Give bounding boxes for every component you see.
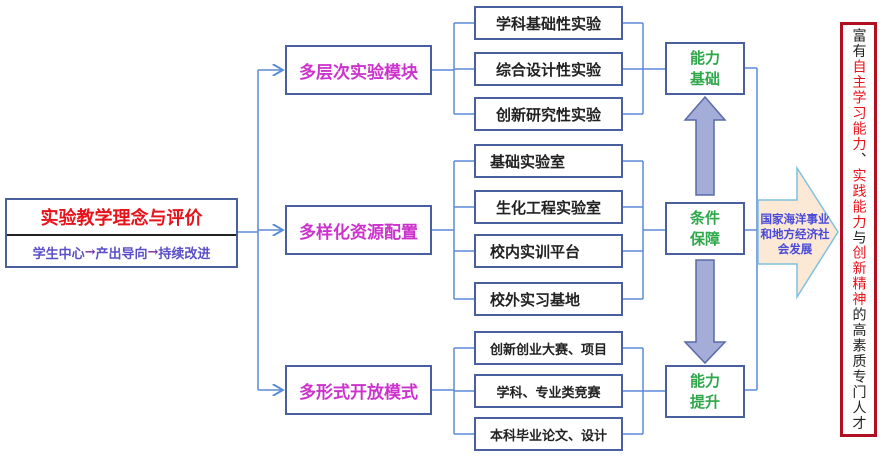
capability-box: 条件保障 — [665, 202, 745, 255]
outcome-text: 的高素质专门人才 — [850, 307, 867, 431]
step-3: 持续改进 — [158, 246, 211, 262]
item-box: 校外实习基地 — [474, 282, 623, 316]
outcome-highlight: 创新精神 — [850, 245, 867, 307]
item-box: 创新创业大赛、项目 — [474, 331, 623, 365]
capability-line: 能力 — [689, 48, 720, 67]
capability-line: 能力 — [689, 371, 720, 390]
arrow-icon: → — [147, 244, 159, 260]
teaching-philosophy-steps: 学生中心 → 产出导向 → 持续改进 — [7, 236, 236, 268]
module-box: 多层次实验模块 — [285, 45, 432, 95]
outcome-box: 富有 自主学习能力 、 实践能力 与 创新精神 的高素质专门人才 — [840, 22, 877, 437]
teaching-philosophy-title: 实验教学理念与评价 — [7, 200, 236, 236]
outcome-text: 、 — [850, 152, 867, 168]
double-arrow-up — [683, 95, 727, 196]
big-arrow — [757, 165, 839, 300]
item-box: 综合设计性实验 — [474, 52, 623, 86]
item-box: 创新研究性实验 — [474, 97, 623, 131]
double-arrow-down — [683, 259, 727, 365]
item-box: 学科基础性实验 — [474, 6, 623, 40]
capability-line: 条件 — [689, 208, 720, 227]
capability-box: 能力提升 — [665, 365, 745, 418]
teaching-philosophy-box: 实验教学理念与评价 学生中心 → 产出导向 → 持续改进 — [5, 198, 238, 268]
outcome-text: 富有 — [850, 28, 867, 59]
module-box: 多样化资源配置 — [285, 205, 432, 255]
item-box: 学科、专业类竞赛 — [474, 374, 623, 408]
outcome-highlight: 自主学习能力 — [850, 59, 867, 152]
capability-line: 提升 — [689, 392, 720, 411]
arrow-icon: → — [84, 244, 96, 260]
capability-box: 能力基础 — [665, 42, 745, 95]
capability-line: 保障 — [689, 229, 720, 248]
outcome-text: 与 — [850, 229, 867, 246]
capability-line: 基础 — [689, 69, 720, 88]
step-1: 学生中心 — [32, 246, 85, 262]
outcome-highlight: 实践能力 — [850, 167, 867, 230]
goal-arrow-text: 国家海洋事业和地方经济社会发展 — [760, 212, 830, 256]
item-box: 本科毕业论文、设计 — [474, 417, 623, 451]
item-box: 生化工程实验室 — [474, 190, 623, 224]
item-box: 校内实训平台 — [474, 234, 623, 268]
module-box: 多形式开放模式 — [285, 365, 432, 415]
step-2: 产出导向 — [95, 246, 148, 262]
item-box: 基础实验室 — [474, 144, 623, 178]
